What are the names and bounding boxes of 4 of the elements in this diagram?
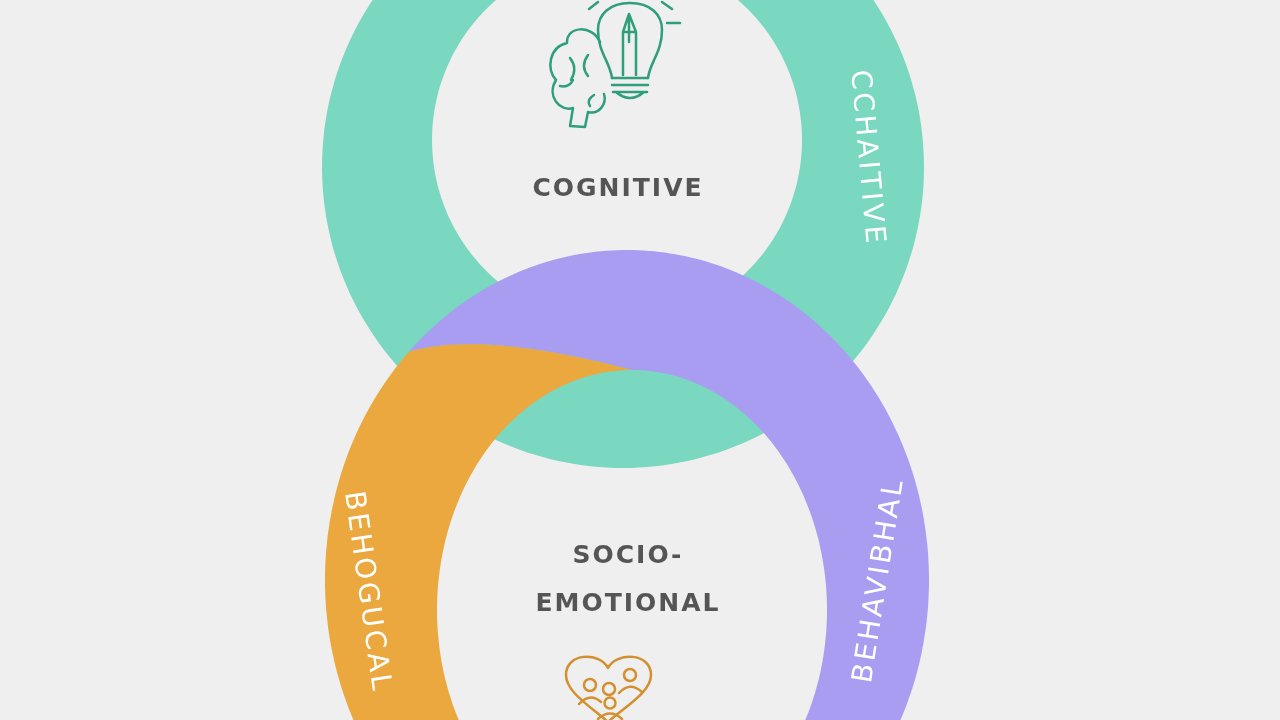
ring-title: COGNITIVE (532, 173, 704, 203)
arc-label: CCHAITIVE (844, 68, 892, 248)
ring-title: SOCIO-EMOTIONAL (534, 539, 722, 619)
arc-label: BEHOGUCAL (338, 489, 398, 695)
